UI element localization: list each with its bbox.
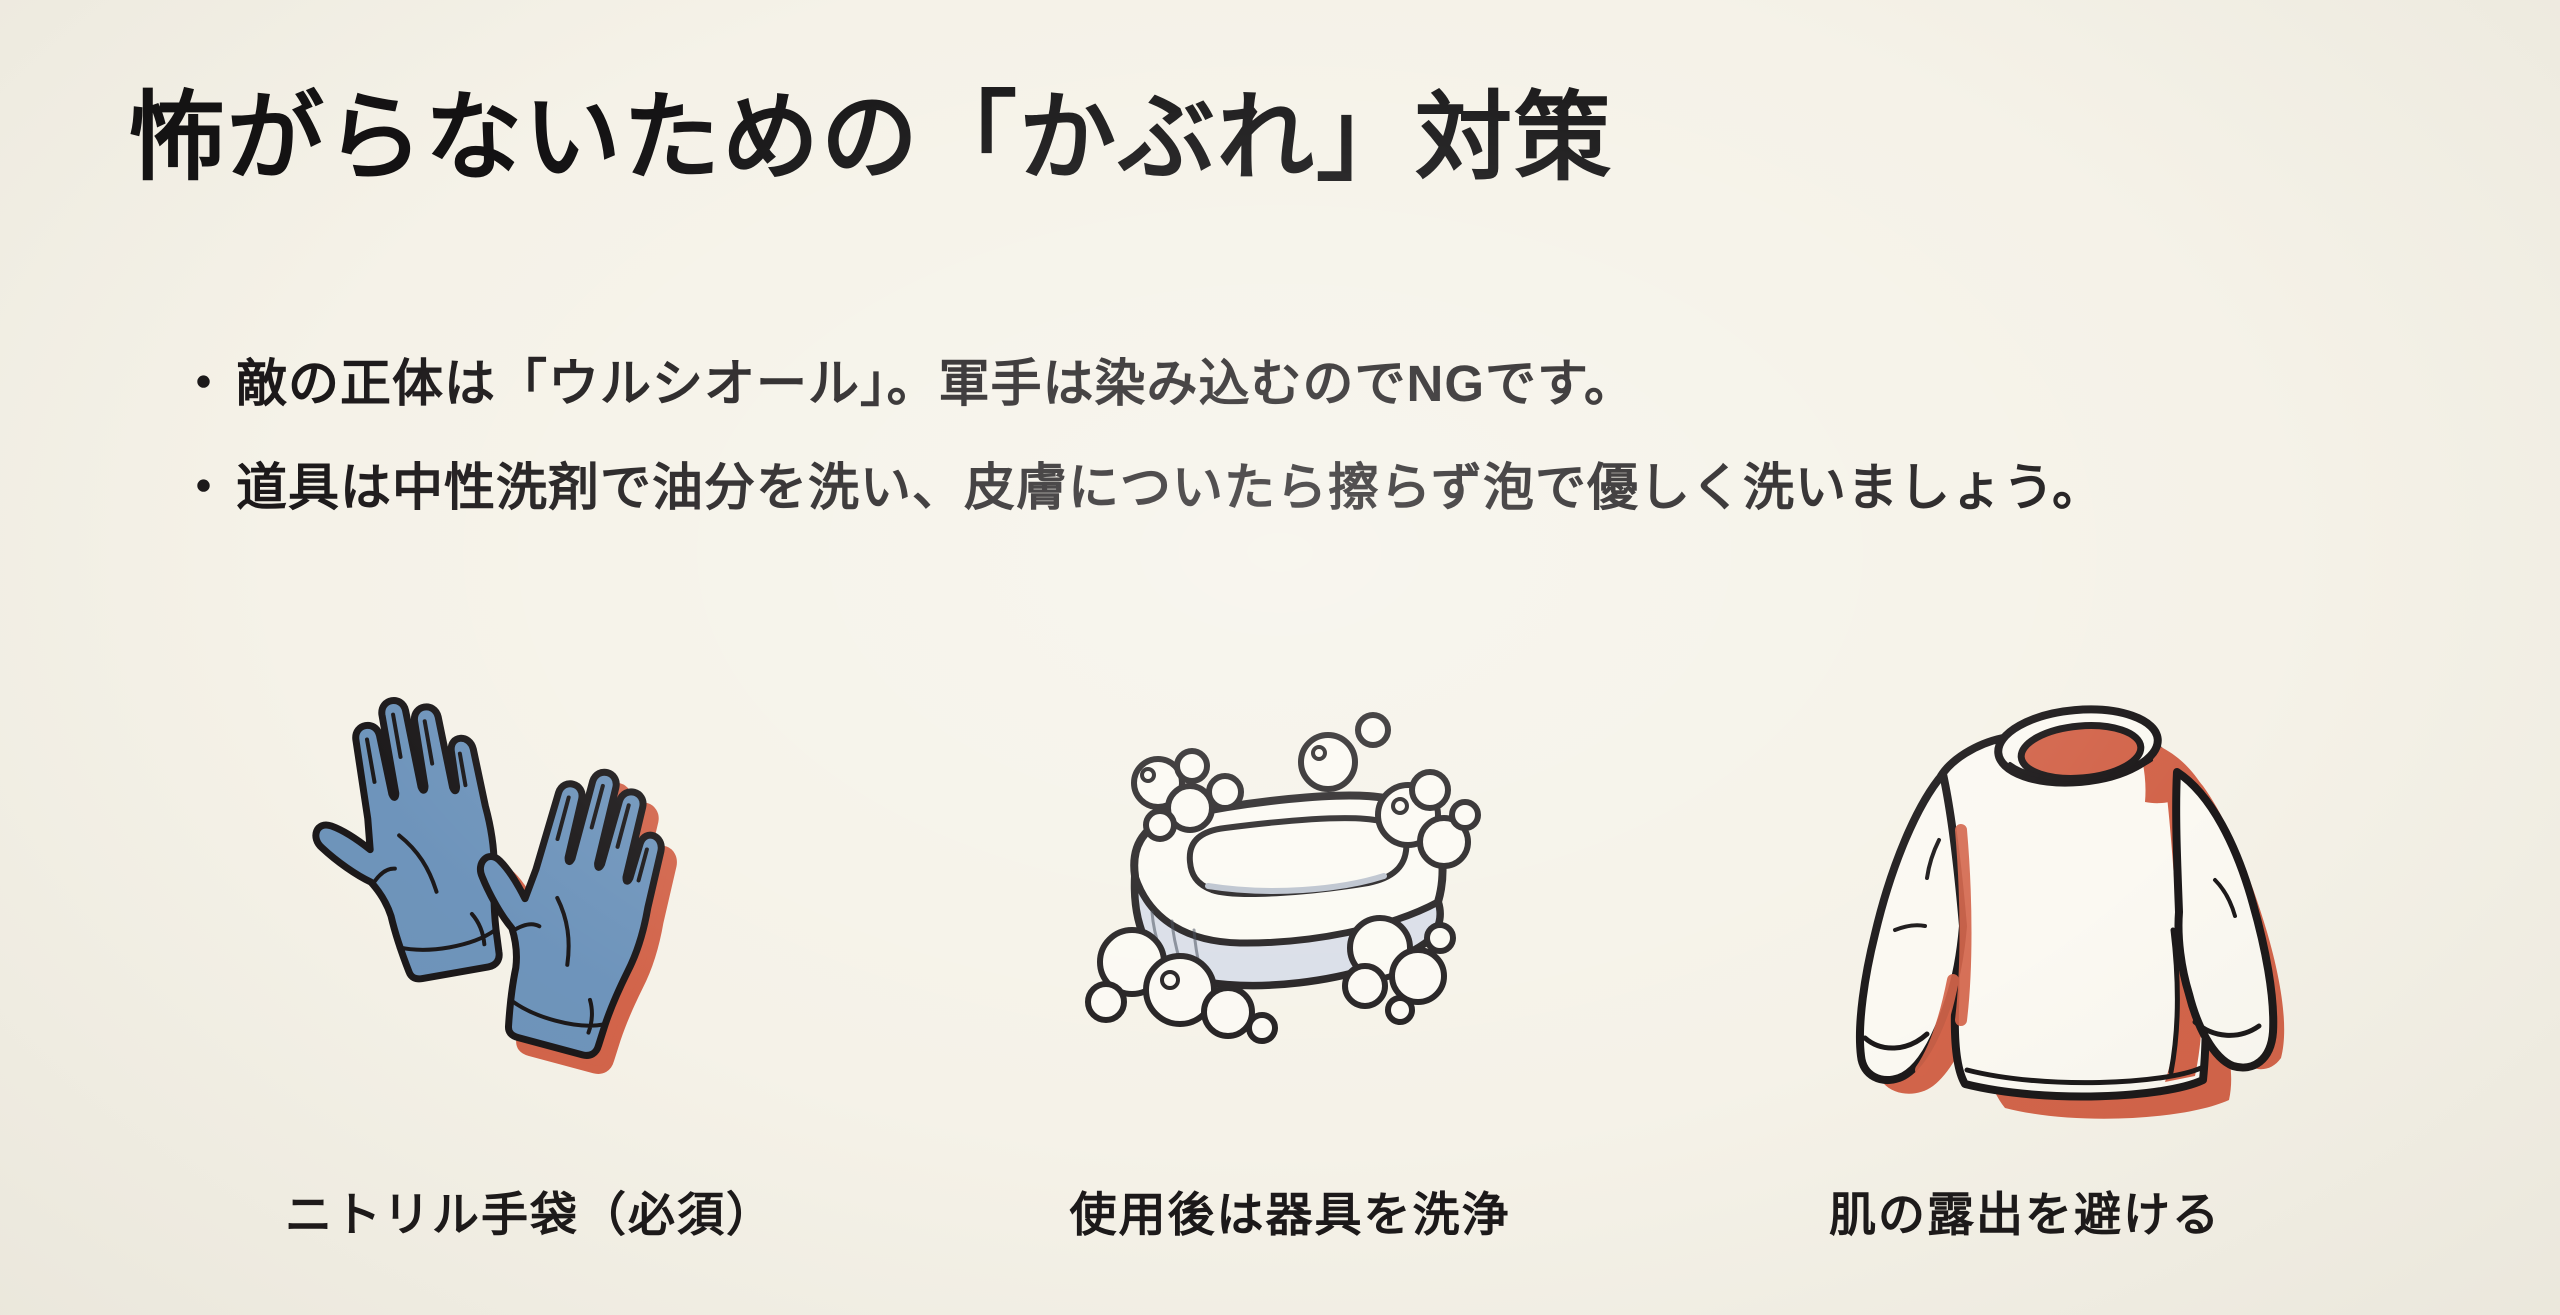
bullet-text: 道具は中性洗剤で油分を洗い、皮膚についたら擦らず泡で優しく洗いましょう。 [236, 459, 2104, 516]
bullet-marker: ・ [178, 459, 231, 516]
slide-title: 怖がらないための「かぶれ」対策 [128, 85, 1613, 192]
figure-shirt [1835, 680, 2325, 1140]
long-sleeve-shirt-illustration [1855, 705, 2285, 1119]
figure-gloves [265, 655, 795, 1165]
shirt-seams [1862, 838, 2262, 1086]
nitrile-gloves-illustration [265, 655, 795, 1165]
soap-bubbles [1085, 712, 1481, 1044]
glove-left [295, 688, 514, 993]
soap-recess [1186, 815, 1410, 897]
bullet-item: ・道具は中性洗剤で油分を洗い、皮膚についたら擦らず泡で優しく洗いましょう。 [178, 436, 2104, 540]
bullet-marker: ・ [178, 355, 231, 412]
figure-caption-soap: 使用後は器具を洗浄 [1069, 1188, 1511, 1241]
figure-soap [1040, 680, 1530, 1110]
bullet-item: ・敵の正体は「ウルシオール」。軍手は染み込むのでNGです。 [178, 332, 2104, 436]
bullet-text: 敵の正体は「ウルシオール」。軍手は染み込むのでNGです。 [236, 355, 1636, 412]
figure-caption-shirt: 肌の露出を避ける [1829, 1188, 2221, 1241]
bullet-list: ・敵の正体は「ウルシオール」。軍手は染み込むのでNGです。 ・道具は中性洗剤で油… [178, 332, 2104, 540]
shirt-sleeve-right [2172, 768, 2278, 1072]
soap-bar-illustration [1085, 712, 1481, 1044]
figure-caption-gloves: ニトリル手袋（必須） [285, 1188, 775, 1241]
